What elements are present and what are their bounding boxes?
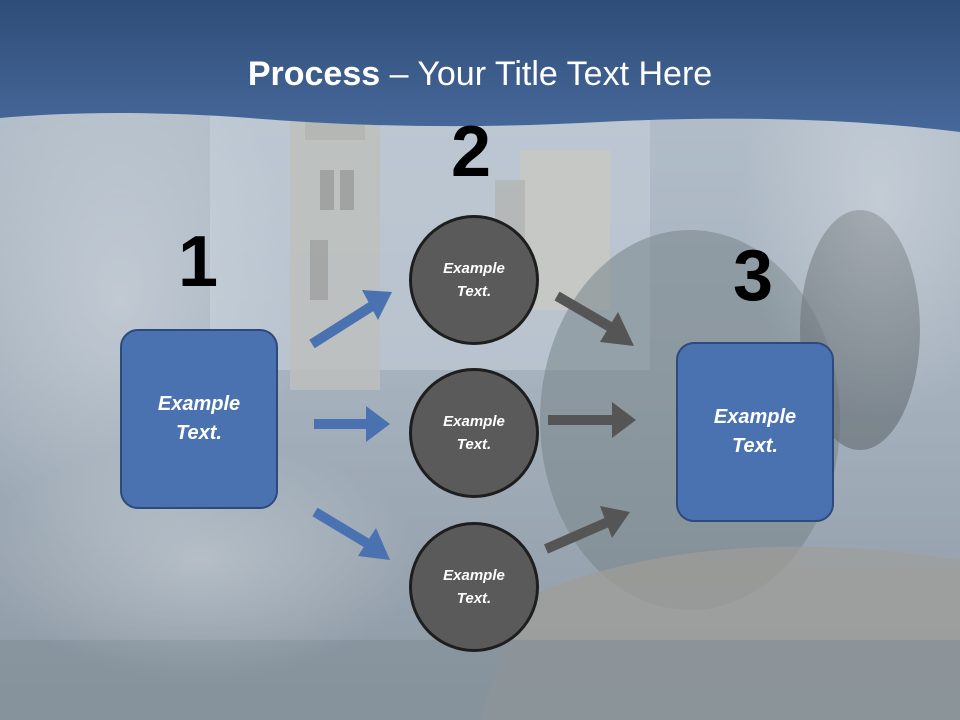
circle-bottom-text: Example Text. <box>443 567 505 607</box>
title-rest: – Your Title Text Here <box>380 55 713 93</box>
page-title: Process – Your Title Text Here <box>0 50 960 98</box>
step-number-1: 1 <box>178 222 219 302</box>
circle-top-text: Example Text. <box>443 260 505 300</box>
process-circle-top: Example Text. <box>409 215 539 345</box>
header-band <box>0 0 960 132</box>
title-bold: Process <box>247 55 381 93</box>
gray-arrow-down <box>554 291 634 346</box>
gray-arrow-middle <box>548 402 636 438</box>
blue-arrow-middle <box>314 406 390 442</box>
blue-arrow-down <box>312 507 390 560</box>
step-number-2: 2 <box>451 112 492 192</box>
gray-arrow-up <box>544 506 630 554</box>
step-number-3: 3 <box>733 236 774 316</box>
process-circle-bottom: Example Text. <box>409 522 539 652</box>
process-circle-middle: Example Text. <box>409 368 539 498</box>
blue-arrow-up <box>309 290 392 349</box>
circle-middle-text: Example Text. <box>443 413 505 453</box>
process-box-right: Example Text. <box>676 342 834 522</box>
process-box-right-text: Example Text. <box>713 406 797 457</box>
process-box-left: Example Text. <box>120 329 278 509</box>
process-box-left-text: Example Text. <box>157 393 241 444</box>
